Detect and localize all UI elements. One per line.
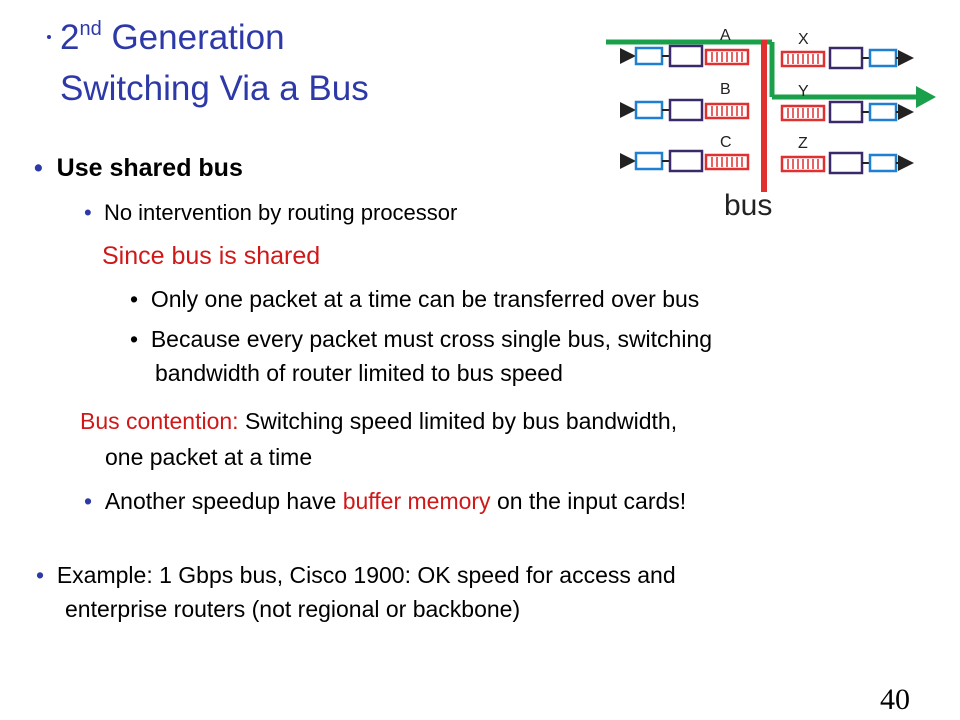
label-z: Z xyxy=(798,135,808,152)
input-port-b xyxy=(620,98,750,122)
bullet-because-line2: bandwidth of router limited to bus speed xyxy=(155,360,563,386)
green-path xyxy=(606,39,936,108)
label-a: A xyxy=(720,27,731,44)
green-arrow-icon xyxy=(916,86,936,108)
heading-since-bus-shared: Since bus is shared xyxy=(102,242,321,270)
output-port-x xyxy=(780,46,914,70)
label-x: X xyxy=(798,31,809,48)
label-b: B xyxy=(720,81,731,98)
bullet-example-line2: enterprise routers (not regional or back… xyxy=(65,596,521,622)
bullet-example-line1: • Example: 1 Gbps bus, Cisco 1900: OK sp… xyxy=(36,562,676,588)
bullet-another-speedup: • Another speedup have buffer memory on … xyxy=(84,488,687,514)
input-port-a xyxy=(620,44,750,68)
label-y: Y xyxy=(798,83,809,100)
bullet-because-line1: • Because every packet must cross single… xyxy=(130,326,713,352)
title-marker xyxy=(47,35,51,39)
bullet-use-shared-bus: • Use shared bus xyxy=(34,154,243,182)
slide-title-line2: Switching Via a Bus xyxy=(60,69,369,108)
bullet-only-one-packet: • Only one packet at a time can be trans… xyxy=(130,286,700,312)
slide-title-line1: 2nd Generation xyxy=(60,18,285,57)
page-number: 40 xyxy=(880,683,910,716)
bus-label: bus xyxy=(724,189,772,222)
input-port-c xyxy=(620,149,750,173)
bus-contention-line2: one packet at a time xyxy=(105,444,313,470)
output-port-y xyxy=(780,100,914,124)
bus-switch-diagram: A B C X Y Z bus xyxy=(606,27,936,222)
bullet-no-intervention: • No intervention by routing processor xyxy=(84,200,458,225)
output-port-z xyxy=(780,151,914,175)
bus-contention-line1: Bus contention: Switching speed limited … xyxy=(80,408,678,434)
label-c: C xyxy=(720,134,732,151)
